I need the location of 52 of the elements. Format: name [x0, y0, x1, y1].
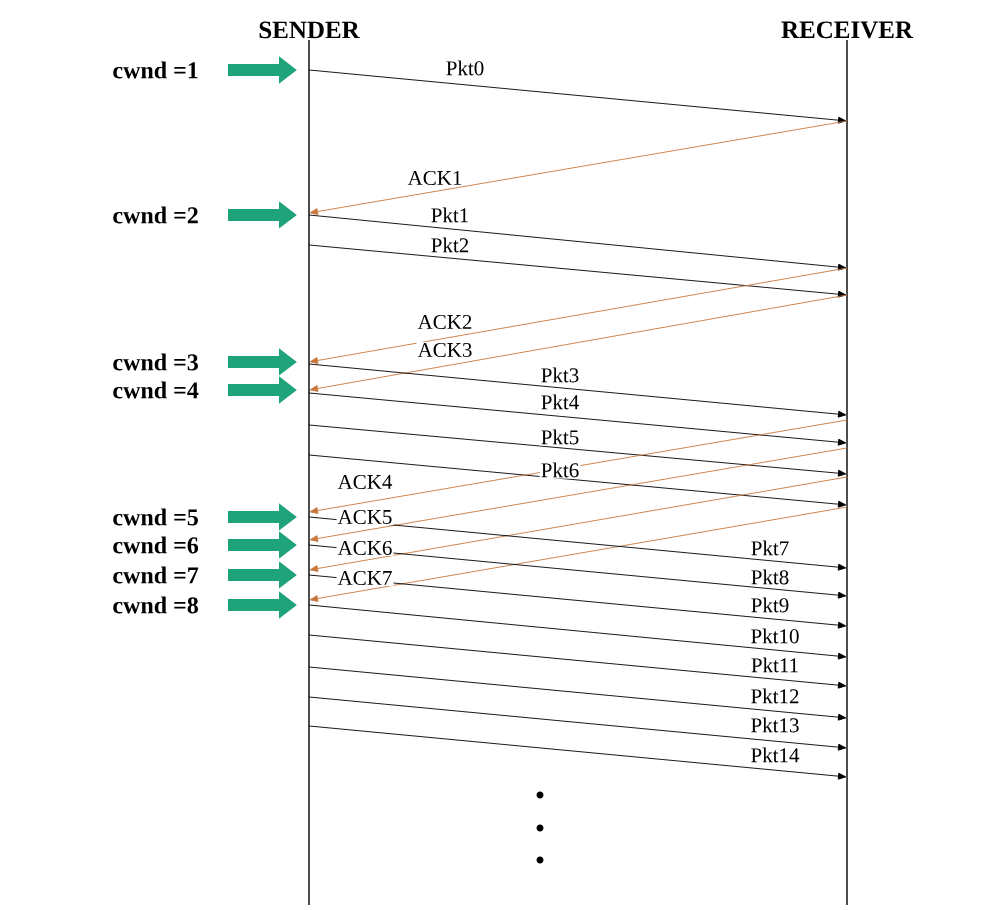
message-arrow: [308, 696, 847, 751]
message-arrow: [308, 69, 847, 124]
edge-label: ACK6: [336, 539, 394, 557]
window-label: cwnd =7: [113, 566, 199, 584]
message-arrow: [309, 294, 848, 392]
edge-label: Pkt1: [429, 206, 471, 224]
edge-label: Pkt0: [444, 59, 486, 77]
message-arrow: [308, 454, 847, 508]
edge-label: Pkt9: [749, 596, 791, 614]
message-arrow: [309, 120, 848, 215]
edge-label: Pkt2: [429, 236, 471, 254]
message-arrow: [308, 392, 847, 446]
window-label: cwnd =4: [113, 381, 199, 399]
window-label: cwnd =3: [113, 353, 198, 371]
message-arrow: [309, 447, 848, 542]
edge-label: Pkt7: [749, 539, 791, 557]
edge-label: Pkt14: [749, 746, 801, 764]
edge-label: Pkt3: [539, 366, 581, 384]
edge-label: ACK1: [406, 169, 464, 187]
message-arrow: [308, 214, 847, 271]
message-arrow: [308, 516, 847, 571]
edge-label: Pkt4: [539, 393, 581, 411]
edge-label: Pkt11: [749, 656, 801, 674]
edge-label: Pkt10: [749, 627, 801, 645]
message-arrow: [309, 476, 848, 572]
window-label: cwnd =8: [113, 596, 198, 614]
edge-label: ACK4: [336, 473, 394, 491]
window-label: cwnd =1: [113, 61, 198, 79]
message-arrow: [309, 267, 848, 364]
edge-label: Pkt8: [749, 568, 791, 586]
message-arrow: [309, 419, 848, 514]
edge-label: ACK5: [336, 508, 394, 526]
edge-label: Pkt12: [749, 687, 801, 705]
window-label: cwnd =2: [113, 206, 198, 224]
message-arrow: [308, 725, 847, 780]
edge-label: ACK7: [336, 569, 394, 587]
message-arrow: [308, 424, 847, 477]
message-arrow: [308, 363, 847, 418]
edge-label: Pkt13: [749, 716, 801, 734]
edge-label: ACK3: [416, 341, 474, 359]
message-arrow: [308, 544, 847, 599]
message-arrow: [308, 634, 847, 689]
window-label: cwnd =5: [113, 508, 198, 526]
window-label: cwnd =6: [113, 536, 199, 554]
message-arrow: [308, 574, 847, 629]
message-arrow: [308, 604, 847, 660]
edge-label: ACK2: [416, 313, 474, 331]
message-arrow: [308, 666, 847, 721]
message-arrow: [309, 506, 848, 602]
message-arrow: [308, 244, 847, 298]
edge-label: Pkt5: [539, 428, 581, 446]
edge-label: Pkt6: [539, 461, 581, 479]
